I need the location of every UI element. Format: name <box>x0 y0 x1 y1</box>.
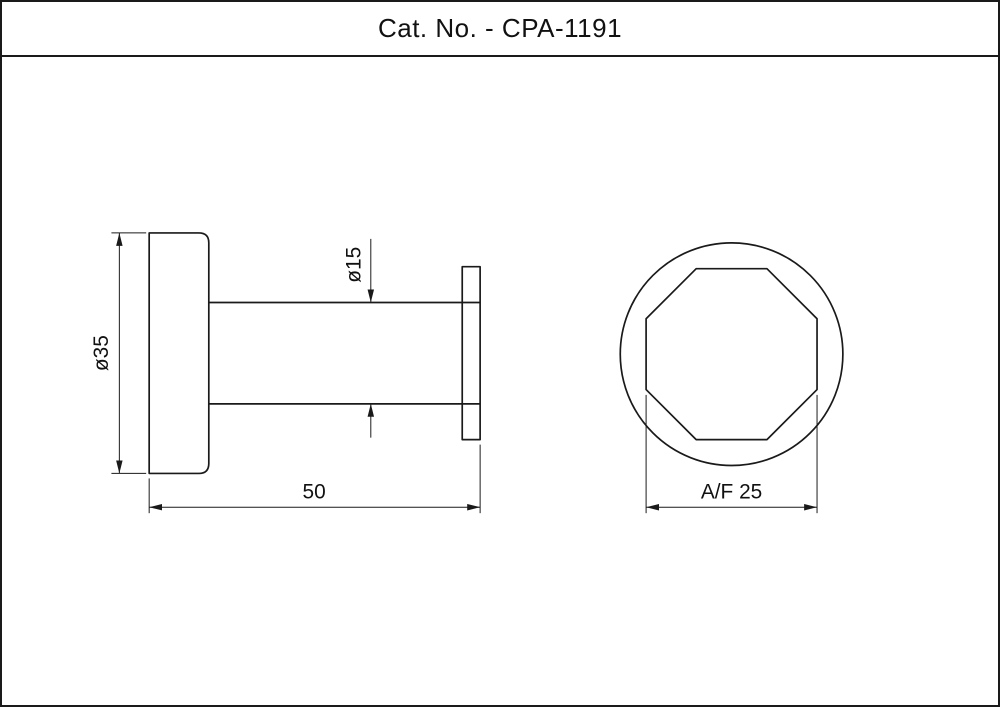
dim-stem-diameter: ø15 <box>342 238 375 438</box>
head-outline <box>148 232 210 475</box>
head-circle-outline <box>619 242 844 467</box>
dim-label-head-diameter: ø35 <box>90 335 113 371</box>
side-view <box>148 232 481 475</box>
page-title: Cat. No. - CPA-1191 <box>377 13 623 43</box>
dim-label-across-flats: A/F 25 <box>701 480 762 503</box>
dim-across-flats: A/F 25 <box>645 394 818 514</box>
dim-label-length: 50 <box>303 480 326 503</box>
front-view <box>619 242 844 467</box>
dim-head-diameter: ø35 <box>90 232 147 474</box>
octagon-recess-outline <box>645 267 818 441</box>
flange-outline <box>461 265 481 441</box>
title-bar: Cat. No. - CPA-1191 <box>2 2 998 57</box>
dim-label-stem-diameter: ø15 <box>342 247 365 283</box>
technical-drawing: ø35 ø15 50 A/F 25 <box>90 232 844 514</box>
dim-length: 50 <box>148 444 481 514</box>
